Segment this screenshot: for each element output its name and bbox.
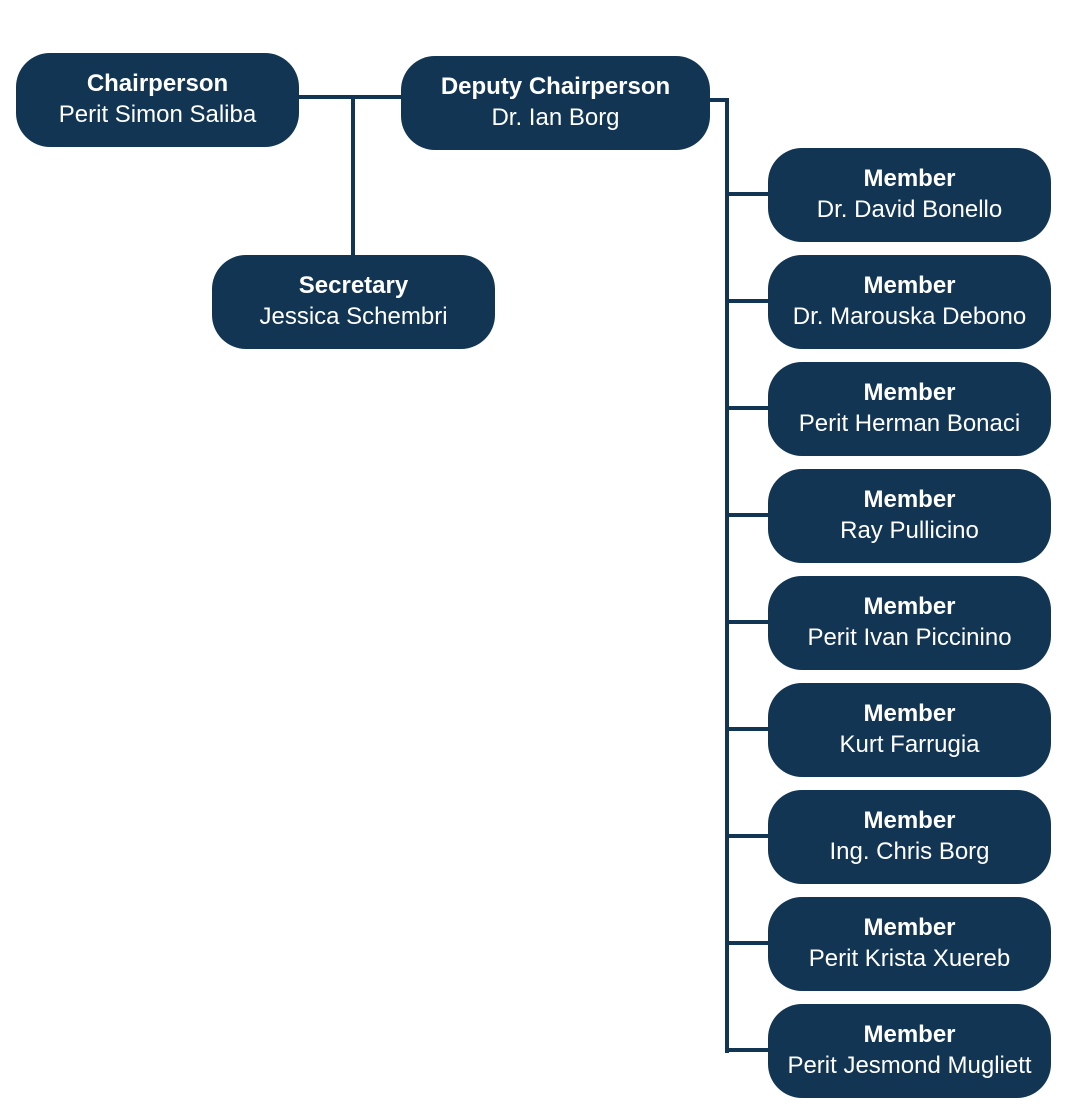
member-role: Member <box>863 486 956 513</box>
member-name: Ing. Chris Borg <box>829 838 990 865</box>
member-role: Member <box>863 165 956 192</box>
member-role: Member <box>863 807 956 834</box>
member-name: Perit Krista Xuereb <box>808 945 1011 972</box>
member-name: Kurt Farrugia <box>839 731 980 758</box>
member-name: Dr. Marouska Debono <box>792 303 1027 330</box>
member-box: Member Perit Herman Bonaci <box>768 362 1051 456</box>
chairperson-box: Chairperson Perit Simon Saliba <box>16 53 299 147</box>
member-role: Member <box>863 1021 956 1048</box>
member-name: Dr. David Bonello <box>816 196 1003 223</box>
chairperson-name: Perit Simon Saliba <box>58 101 257 128</box>
member-name: Perit Jesmond Mugliett <box>787 1052 1032 1079</box>
member-box: Member Ing. Chris Borg <box>768 790 1051 884</box>
member-role: Member <box>863 593 956 620</box>
member-name: Ray Pullicino <box>840 517 979 544</box>
member-role: Member <box>863 272 956 299</box>
member-role: Member <box>863 700 956 727</box>
secretary-role: Secretary <box>298 272 409 299</box>
member-box: Member Perit Krista Xuereb <box>768 897 1051 991</box>
member-box: Member Ray Pullicino <box>768 469 1051 563</box>
member-box: Member Perit Jesmond Mugliett <box>768 1004 1051 1098</box>
member-name: Perit Ivan Piccinino <box>807 624 1012 651</box>
member-box: Member Dr. David Bonello <box>768 148 1051 242</box>
member-box: Member Perit Ivan Piccinino <box>768 576 1051 670</box>
member-box: Member Kurt Farrugia <box>768 683 1051 777</box>
secretary-box: Secretary Jessica Schembri <box>212 255 495 349</box>
deputy-name: Dr. Ian Borg <box>491 104 620 131</box>
deputy-chairperson-box: Deputy Chairperson Dr. Ian Borg <box>401 56 710 150</box>
deputy-role: Deputy Chairperson <box>440 73 671 100</box>
secretary-name: Jessica Schembri <box>259 303 448 330</box>
member-role: Member <box>863 914 956 941</box>
member-box: Member Dr. Marouska Debono <box>768 255 1051 349</box>
member-name: Perit Herman Bonaci <box>798 410 1021 437</box>
member-role: Member <box>863 379 956 406</box>
chairperson-role: Chairperson <box>86 70 229 97</box>
deputy-members-connector <box>710 98 729 1053</box>
